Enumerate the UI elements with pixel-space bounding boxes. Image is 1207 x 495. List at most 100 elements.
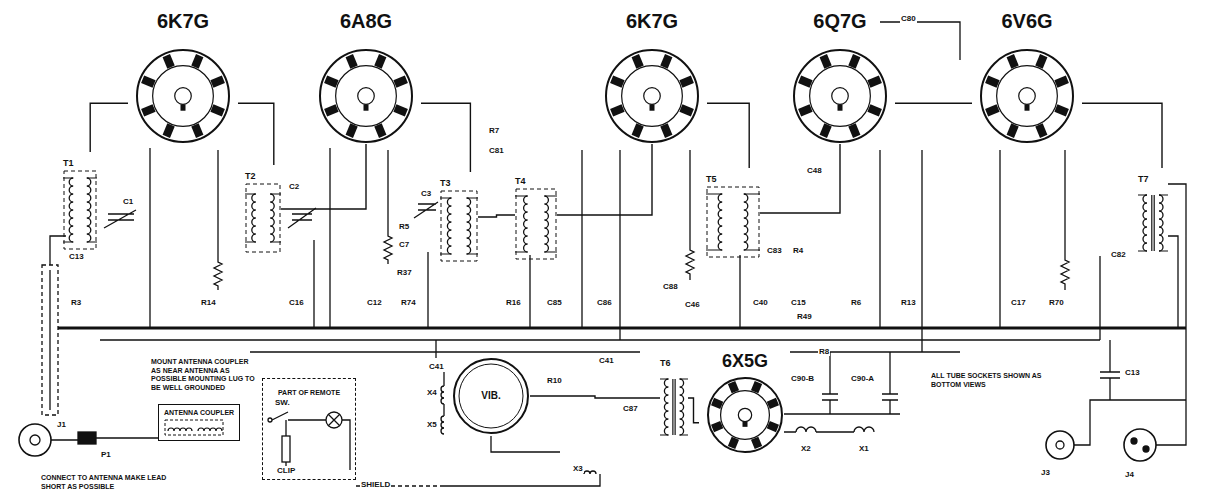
transformer: T5 <box>706 168 760 258</box>
socket-key <box>650 104 655 110</box>
node-label: PART OF REMOTE <box>278 388 340 397</box>
note-text: CONNECT TO ANTENNA MAKE LEAD SHORT AS PO… <box>40 474 182 491</box>
part-label: C12 <box>366 298 383 307</box>
wire <box>530 396 660 398</box>
iron-core <box>1152 195 1154 251</box>
socket-center <box>175 88 192 105</box>
socket-ring <box>336 66 397 127</box>
socket-rim <box>137 50 229 142</box>
wire <box>281 144 366 209</box>
socket-pin <box>141 76 156 88</box>
part-label: R7 <box>488 126 500 135</box>
socket-pin <box>820 54 832 69</box>
socket-pin <box>163 54 175 69</box>
socket-outline <box>706 376 784 454</box>
remote-switch <box>272 412 350 474</box>
socket-center <box>1019 88 1036 105</box>
socket-pin <box>660 123 672 138</box>
part-label: X1 <box>858 444 870 453</box>
part-label: C90-A <box>850 374 875 383</box>
tube-socket: 6K7G <box>128 8 238 144</box>
node-label: 6Q7G <box>813 8 866 34</box>
vibrator-ring <box>459 364 523 428</box>
coil <box>447 198 451 254</box>
coil-lead <box>660 379 688 435</box>
socket-ring <box>153 66 214 127</box>
socket-pin <box>728 437 739 449</box>
variable-capacitor <box>104 202 438 228</box>
transformer-symbol <box>63 170 97 250</box>
node-label: ANTENNA COUPLER <box>164 408 234 417</box>
socket-pin <box>632 123 644 138</box>
socket-outline <box>792 48 888 144</box>
part-label: C41 <box>598 356 615 365</box>
part-label: X2 <box>800 444 812 453</box>
part-label: C80 <box>900 14 917 23</box>
plug-lead <box>51 438 158 440</box>
socket-center <box>738 408 751 421</box>
wire <box>707 103 749 168</box>
wire <box>557 144 652 215</box>
socket-pin <box>346 123 358 138</box>
socket-center <box>358 88 375 105</box>
filter-capacitor <box>822 352 898 414</box>
part-label: X5 <box>426 420 438 429</box>
socket-pin <box>679 104 694 116</box>
part-label: C1 <box>122 197 134 206</box>
socket-pin <box>210 76 225 88</box>
part-label: C13 <box>68 252 85 261</box>
wire <box>478 215 515 217</box>
socket-ring <box>622 66 683 127</box>
tube-socket: 6Q7G <box>785 8 895 144</box>
node-label: T5 <box>706 174 717 185</box>
socket-rim <box>794 50 886 142</box>
socket-pin <box>374 54 386 69</box>
socket-pin <box>346 54 358 69</box>
bypass-capacitor <box>1100 340 1120 400</box>
part-label: C81 <box>488 146 505 155</box>
socket-pin <box>985 104 1000 116</box>
part-label: R16 <box>505 298 522 307</box>
socket-center <box>832 88 849 105</box>
coil <box>664 379 668 435</box>
transformer-symbol <box>660 370 688 444</box>
antenna-shield <box>42 265 58 415</box>
socket-j4-pin <box>1143 446 1149 452</box>
pilot-lamp <box>326 412 342 428</box>
resistor-symbol <box>214 150 1069 290</box>
node-label: 6K7G <box>157 8 209 34</box>
socket-outline <box>318 48 414 144</box>
socket-rim <box>606 50 698 142</box>
socket-outline <box>604 48 700 144</box>
coil-lead <box>63 178 97 242</box>
socket-pin <box>848 54 860 69</box>
socket-ring <box>721 391 770 440</box>
part-label: J3 <box>1040 468 1051 477</box>
node-label: T6 <box>660 358 671 369</box>
socket-pin <box>1007 54 1019 69</box>
vertical-wire <box>150 148 1100 358</box>
socket-pin <box>610 104 625 116</box>
transformer-symbol <box>706 186 760 258</box>
transformer-symbol <box>440 190 478 262</box>
wire <box>1082 103 1162 168</box>
part-label: R6 <box>850 298 862 307</box>
part-label: R74 <box>400 298 417 307</box>
transformer-symbol <box>1138 186 1168 260</box>
ground-bus <box>58 327 1186 330</box>
socket-pin <box>867 104 882 116</box>
part-label: C13 <box>1124 368 1141 377</box>
shield-can <box>516 189 556 259</box>
transformer: T4 <box>515 170 557 260</box>
socket-center <box>644 88 661 105</box>
coil <box>69 178 73 242</box>
part-label: C85 <box>546 298 563 307</box>
part-label: C3 <box>420 189 432 198</box>
socket-pin <box>1054 104 1069 116</box>
part-label: J4 <box>1124 470 1135 479</box>
socket-pin <box>711 398 723 409</box>
vibrator-can <box>454 359 528 433</box>
socket-pin <box>1035 123 1047 138</box>
coil <box>87 178 91 242</box>
tube-socket: 6V6G <box>972 8 1082 144</box>
